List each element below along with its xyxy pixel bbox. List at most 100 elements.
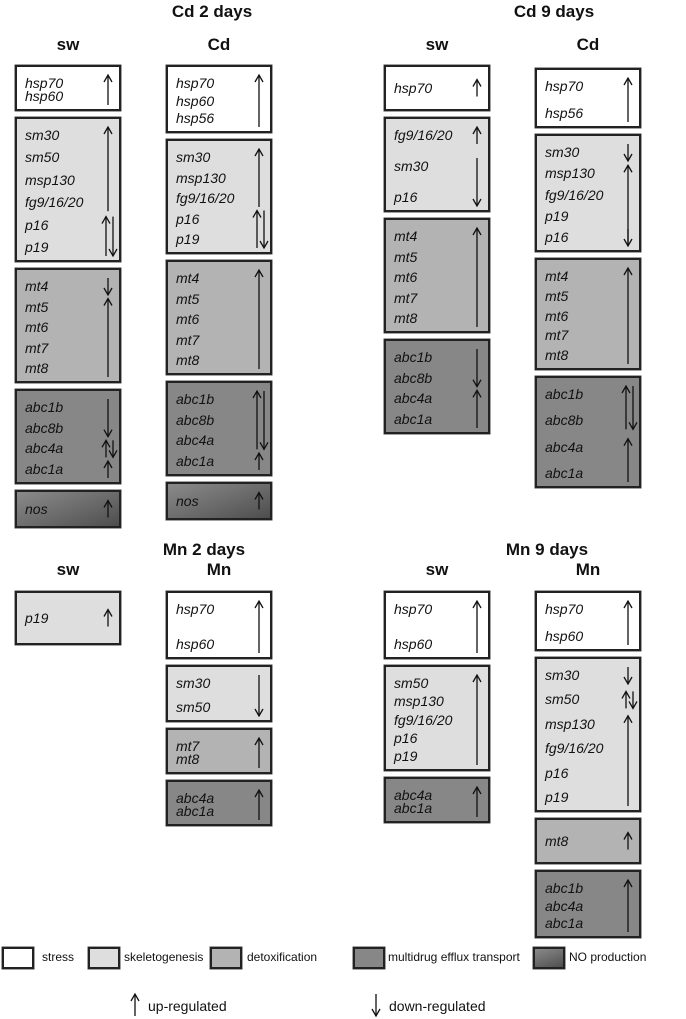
up-arrow-icon [130,992,140,1016]
arrow-layer [472,226,482,327]
legend-swatch [353,947,385,969]
gene-label: hsp60 [176,92,215,109]
gene-label: hsp60 [394,636,433,652]
gene-label: abc8b [394,369,433,386]
up-arrow-icon [103,125,113,212]
gene-label: p16 [25,216,49,233]
gene-label: sm50 [545,691,580,708]
up-arrow-icon [623,437,633,482]
gene-label: abc8b [176,411,215,428]
gene-label: nos [176,492,199,509]
arrow-layer [252,147,269,250]
gene-label: p16 [545,764,569,781]
gene-label: abc1a [394,411,433,427]
gene-label: abc1b [25,399,64,415]
legend-label: multidrug efflux transport [388,950,520,964]
direction-label: down-regulated [389,998,486,1014]
gene-label: p16 [394,729,418,746]
gene-label: p19 [545,789,569,805]
gene-label: fg9/16/20 [394,711,453,728]
up-arrow-icon [621,384,631,430]
legend-swatch [533,947,565,969]
gene-label: mt8 [545,347,569,363]
arrow-layer [254,268,264,369]
gene-label: hsp56 [545,105,584,121]
gene-label: hsp60 [25,88,64,104]
arrow-layer [472,673,482,765]
down-arrow-icon [108,440,118,459]
arrow-layer [623,76,633,122]
gene-label: sm50 [394,675,429,691]
up-arrow-icon [621,690,631,709]
arrow-layer [254,599,264,653]
legend-label: stress [42,950,75,964]
gene-label: abc4a [545,438,584,455]
up-arrow-icon [254,268,264,369]
up-arrow-icon [472,226,482,327]
arrow-layer [623,878,633,932]
section-title-cd9: Cd 9 days [513,2,595,21]
gene-label: p19 [25,609,49,626]
arrow-layer [623,599,633,645]
column-header-mn2-sw: sw [56,560,80,579]
up-arrow-icon [254,491,264,510]
arrow-layer [101,125,118,258]
gene-label: sm30 [545,667,580,683]
gene-label: abc4a [176,432,215,449]
arrow-layer [472,785,482,817]
gene-label: abc1a [545,465,584,481]
gene-label: abc4a [176,790,215,806]
column-header-mn9-sw: sw [425,560,449,579]
gene-label: mt8 [176,751,200,767]
up-arrow-icon [472,78,482,97]
gene-label: mt6 [394,269,418,285]
gene-label: sm30 [176,675,211,691]
up-arrow-icon [472,599,482,653]
arrow-layer [254,73,264,127]
gene-label: hsp70 [394,601,433,617]
legend-swatch [88,947,120,969]
arrow-layer [101,399,118,478]
arrow-layer [254,788,264,820]
gene-label: mt4 [545,268,569,284]
arrow-layer [252,389,269,470]
gene-label: abc4a [394,787,433,803]
gene-label: mt5 [25,298,49,315]
gene-label: hsp60 [176,636,215,652]
gene-label: mt7 [25,339,49,356]
gene-label: msp130 [176,169,226,186]
up-arrow-icon [103,73,113,105]
gene-label: hsp60 [545,628,584,644]
gene-label: mt6 [176,311,200,327]
gene-label: mt4 [176,270,200,286]
up-arrow-icon [103,499,113,518]
legend-label: skeletogenesis [124,950,204,964]
legend-label: detoxification [247,950,318,964]
up-arrow-icon [130,992,140,1016]
up-arrow-icon [472,389,482,428]
gene-label: nos [25,500,48,517]
gene-label: mt7 [176,331,200,348]
up-arrow-icon [254,147,264,207]
up-arrow-icon [472,673,482,765]
up-arrow-icon [254,73,264,127]
up-arrow-icon [623,831,633,850]
gene-label: abc8b [545,412,584,429]
down-arrow-icon [103,399,113,438]
no-box: nos [166,482,272,520]
down-arrow-icon [623,229,633,248]
gene-label: fg9/16/20 [545,186,604,203]
gene-label: abc1a [25,461,64,477]
legend-swatch [210,947,242,969]
down-arrow-icon [623,144,633,163]
